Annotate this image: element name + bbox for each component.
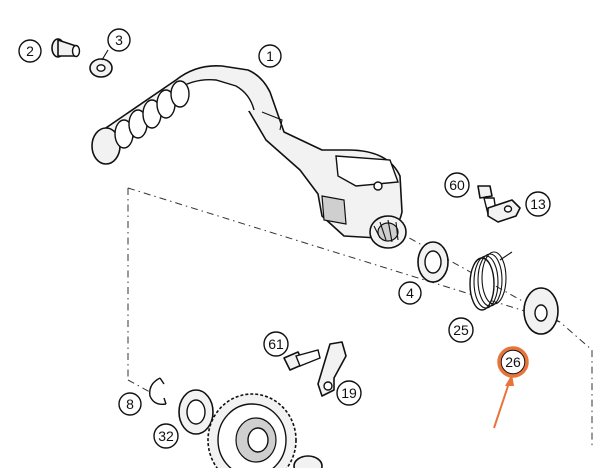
bracket-13 bbox=[487, 199, 521, 223]
pin-bolt bbox=[51, 38, 81, 58]
svg-text:3: 3 bbox=[115, 32, 123, 48]
callout-4: 4 bbox=[398, 281, 422, 305]
callout-32: 32 bbox=[153, 423, 179, 449]
svg-text:1: 1 bbox=[266, 48, 274, 64]
washer-32 bbox=[178, 389, 214, 435]
svg-text:8: 8 bbox=[126, 396, 134, 412]
assembly-outline bbox=[127, 187, 593, 446]
kick-gear bbox=[207, 393, 297, 468]
callout-3: 3 bbox=[107, 28, 131, 52]
svg-text:13: 13 bbox=[530, 196, 546, 212]
callout-25: 25 bbox=[448, 317, 474, 343]
lever-ribbed-grip bbox=[91, 80, 190, 165]
callout-60: 60 bbox=[444, 172, 470, 198]
svg-text:25: 25 bbox=[453, 322, 469, 338]
callout-26: 26 bbox=[497, 346, 529, 378]
callout-2: 2 bbox=[18, 39, 42, 63]
washer-3 bbox=[89, 58, 113, 78]
svg-text:61: 61 bbox=[268, 336, 284, 352]
circlip-8 bbox=[149, 377, 167, 406]
callout-13: 13 bbox=[525, 191, 551, 217]
callout-19: 19 bbox=[336, 380, 362, 406]
highlight-arrow bbox=[493, 379, 511, 429]
svg-text:2: 2 bbox=[26, 43, 34, 59]
second-gear bbox=[293, 455, 323, 468]
spring-washer-26 bbox=[523, 287, 559, 335]
lever-splined-hub bbox=[369, 215, 407, 249]
callout-1: 1 bbox=[258, 44, 282, 68]
callout-26-highlight-ring bbox=[497, 346, 529, 378]
svg-text:4: 4 bbox=[406, 285, 414, 301]
svg-text:60: 60 bbox=[449, 177, 465, 193]
svg-text:26: 26 bbox=[505, 354, 521, 370]
svg-text:32: 32 bbox=[158, 428, 174, 444]
kick-starter-lever bbox=[99, 64, 403, 239]
callout-8: 8 bbox=[118, 392, 142, 416]
svg-text:19: 19 bbox=[341, 385, 357, 401]
callout-61: 61 bbox=[263, 331, 289, 357]
washer-4 bbox=[417, 241, 449, 283]
leader-line-3 bbox=[101, 49, 109, 61]
pawl-19 bbox=[317, 341, 347, 397]
kick-spring-25 bbox=[469, 251, 513, 311]
screw-61 bbox=[283, 349, 321, 371]
